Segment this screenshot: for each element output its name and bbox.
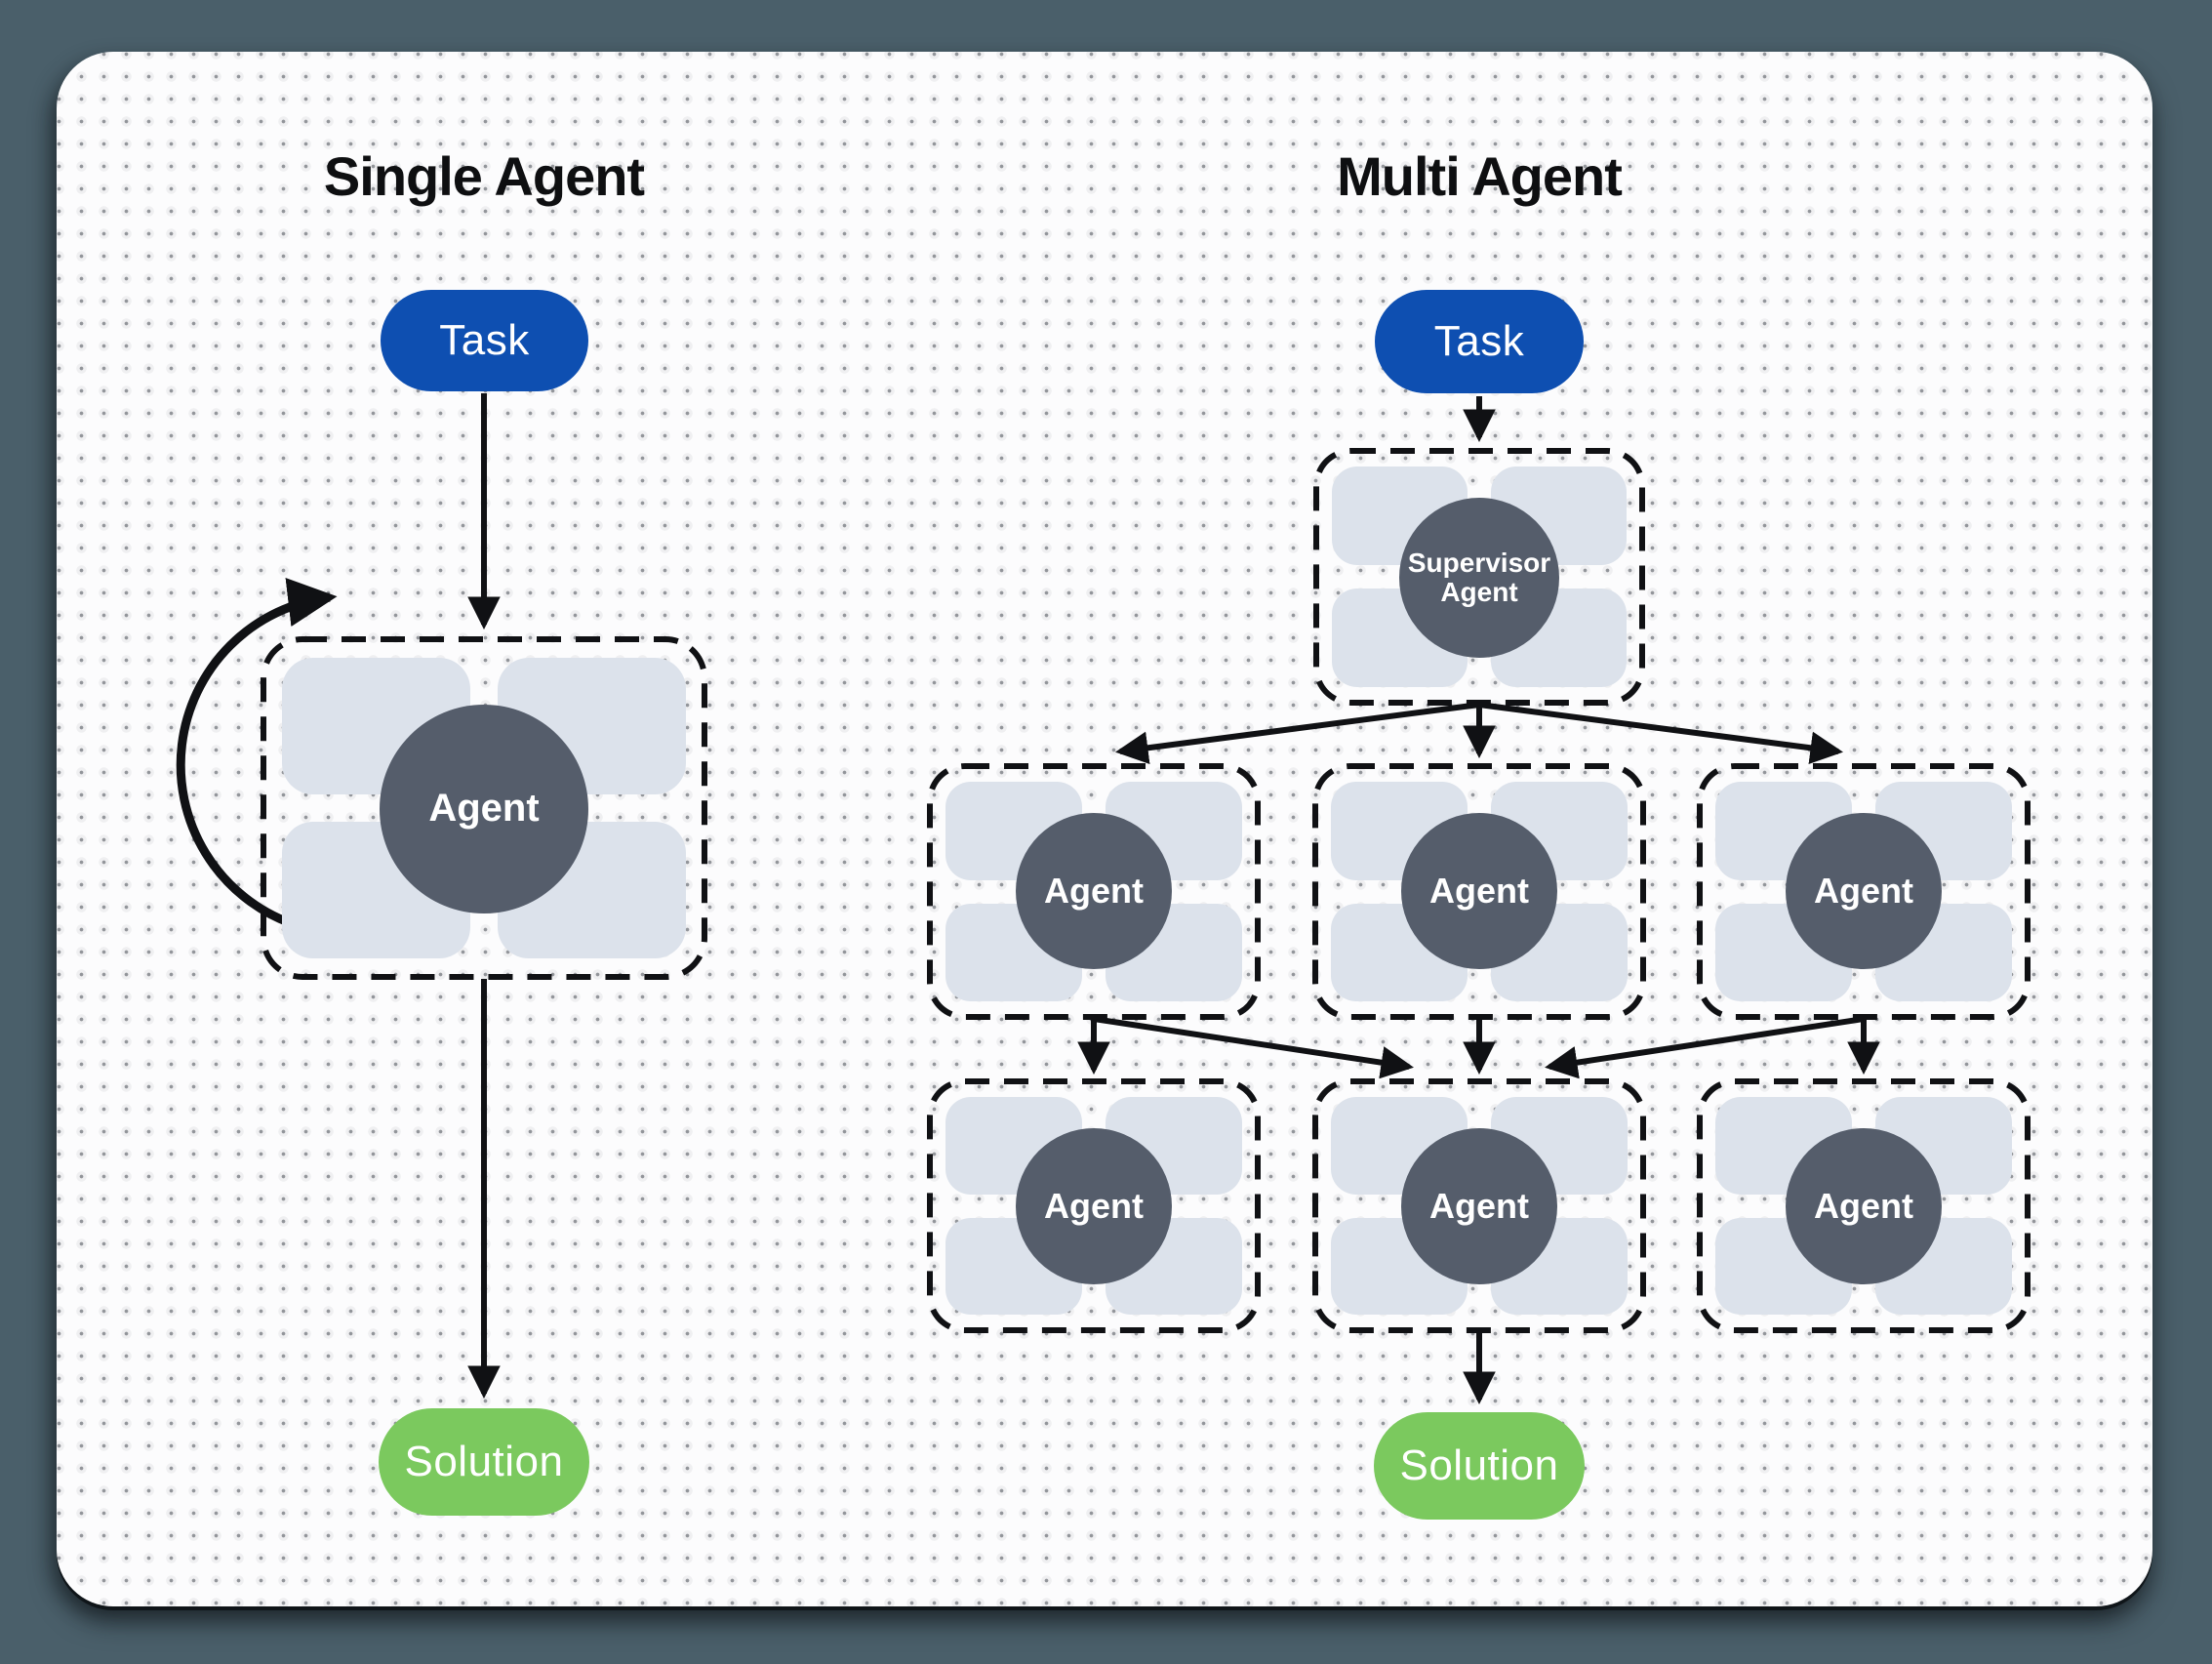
single-solution-pill: Solution [379,1408,589,1516]
arrow-agent1-to-agent5 [1093,1016,1414,1079]
supervisor-agent-frame [1313,448,1645,706]
arrow-agent3-to-agent5 [1545,1016,1865,1079]
arrow-supervisor-to-agent3 [1478,702,1843,764]
multi-row1-left-frame [927,763,1261,1020]
multi-task-pill: Task [1375,290,1584,393]
agent1-node: Agent [1016,813,1172,969]
agent3-node: Agent [1786,813,1942,969]
multi-row2-left-frame [927,1078,1261,1333]
agent6-node: Agent [1786,1128,1942,1284]
agent4-node: Agent [1016,1128,1172,1284]
supervisor-agent-node: Supervisor Agent [1399,498,1559,658]
multi-row1-middle-frame [1312,763,1646,1020]
single-agent-frame [261,636,707,980]
multi-row2-right-frame [1697,1078,2031,1333]
single-task-pill: Task [381,290,588,391]
arrow-supervisor-to-agent1 [1115,702,1480,764]
single-agent-title: Single Agent [323,145,645,207]
arrow-single-agent-self-loop [176,578,338,928]
agent3-modules [1700,766,2028,1017]
multi-solution-pill: Solution [1374,1412,1585,1520]
multi-row2-middle-frame [1312,1078,1646,1333]
agent2-node: Agent [1401,813,1557,969]
agent5-node: Agent [1401,1128,1557,1284]
multi-row1-right-frame [1697,763,2031,1020]
multi-agent-title: Multi Agent [1337,145,1623,207]
single-agent-node: Agent [380,705,588,913]
